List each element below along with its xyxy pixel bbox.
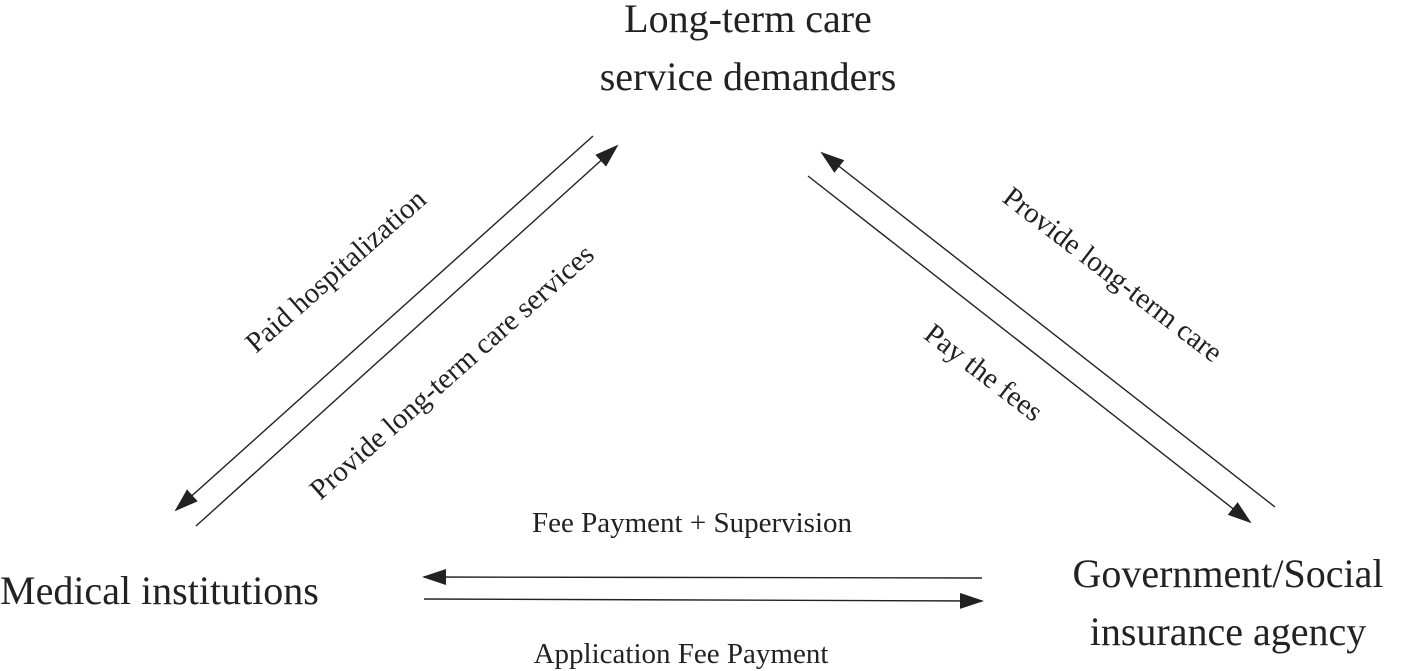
label-paid-hospitalization: Paid hospitalization <box>239 183 433 359</box>
demanders-title-line1: Long-term care <box>624 0 872 41</box>
label-pay-the-fees: Pay the fees <box>918 318 1049 429</box>
arrow-paid-hospitalization <box>174 135 594 512</box>
arrow-application-fee-payment <box>423 592 984 609</box>
government-title-line2: insurance agency <box>1090 609 1367 654</box>
government-title-line1: Government/Social <box>1072 551 1383 596</box>
label-provide-ltc: Provide long-term care <box>997 181 1229 369</box>
arrow-provide-ltc-services <box>195 144 619 527</box>
arrow-fee-payment-supervision <box>422 569 983 586</box>
demanders-title-line2: service demanders <box>600 54 897 99</box>
label-fee-payment-supervision: Fee Payment + Supervision <box>532 507 853 539</box>
arrow-pay-the-fees <box>807 175 1252 524</box>
node-medical-institutions: Medical institutions <box>0 568 319 613</box>
arrow-provide-ltc <box>820 151 1276 508</box>
node-demanders: Long-term care service demanders <box>600 0 897 99</box>
node-government: Government/Social insurance agency <box>1072 551 1383 654</box>
medical-institutions-title: Medical institutions <box>0 568 319 613</box>
label-application-fee-payment: Application Fee Payment <box>534 638 829 670</box>
